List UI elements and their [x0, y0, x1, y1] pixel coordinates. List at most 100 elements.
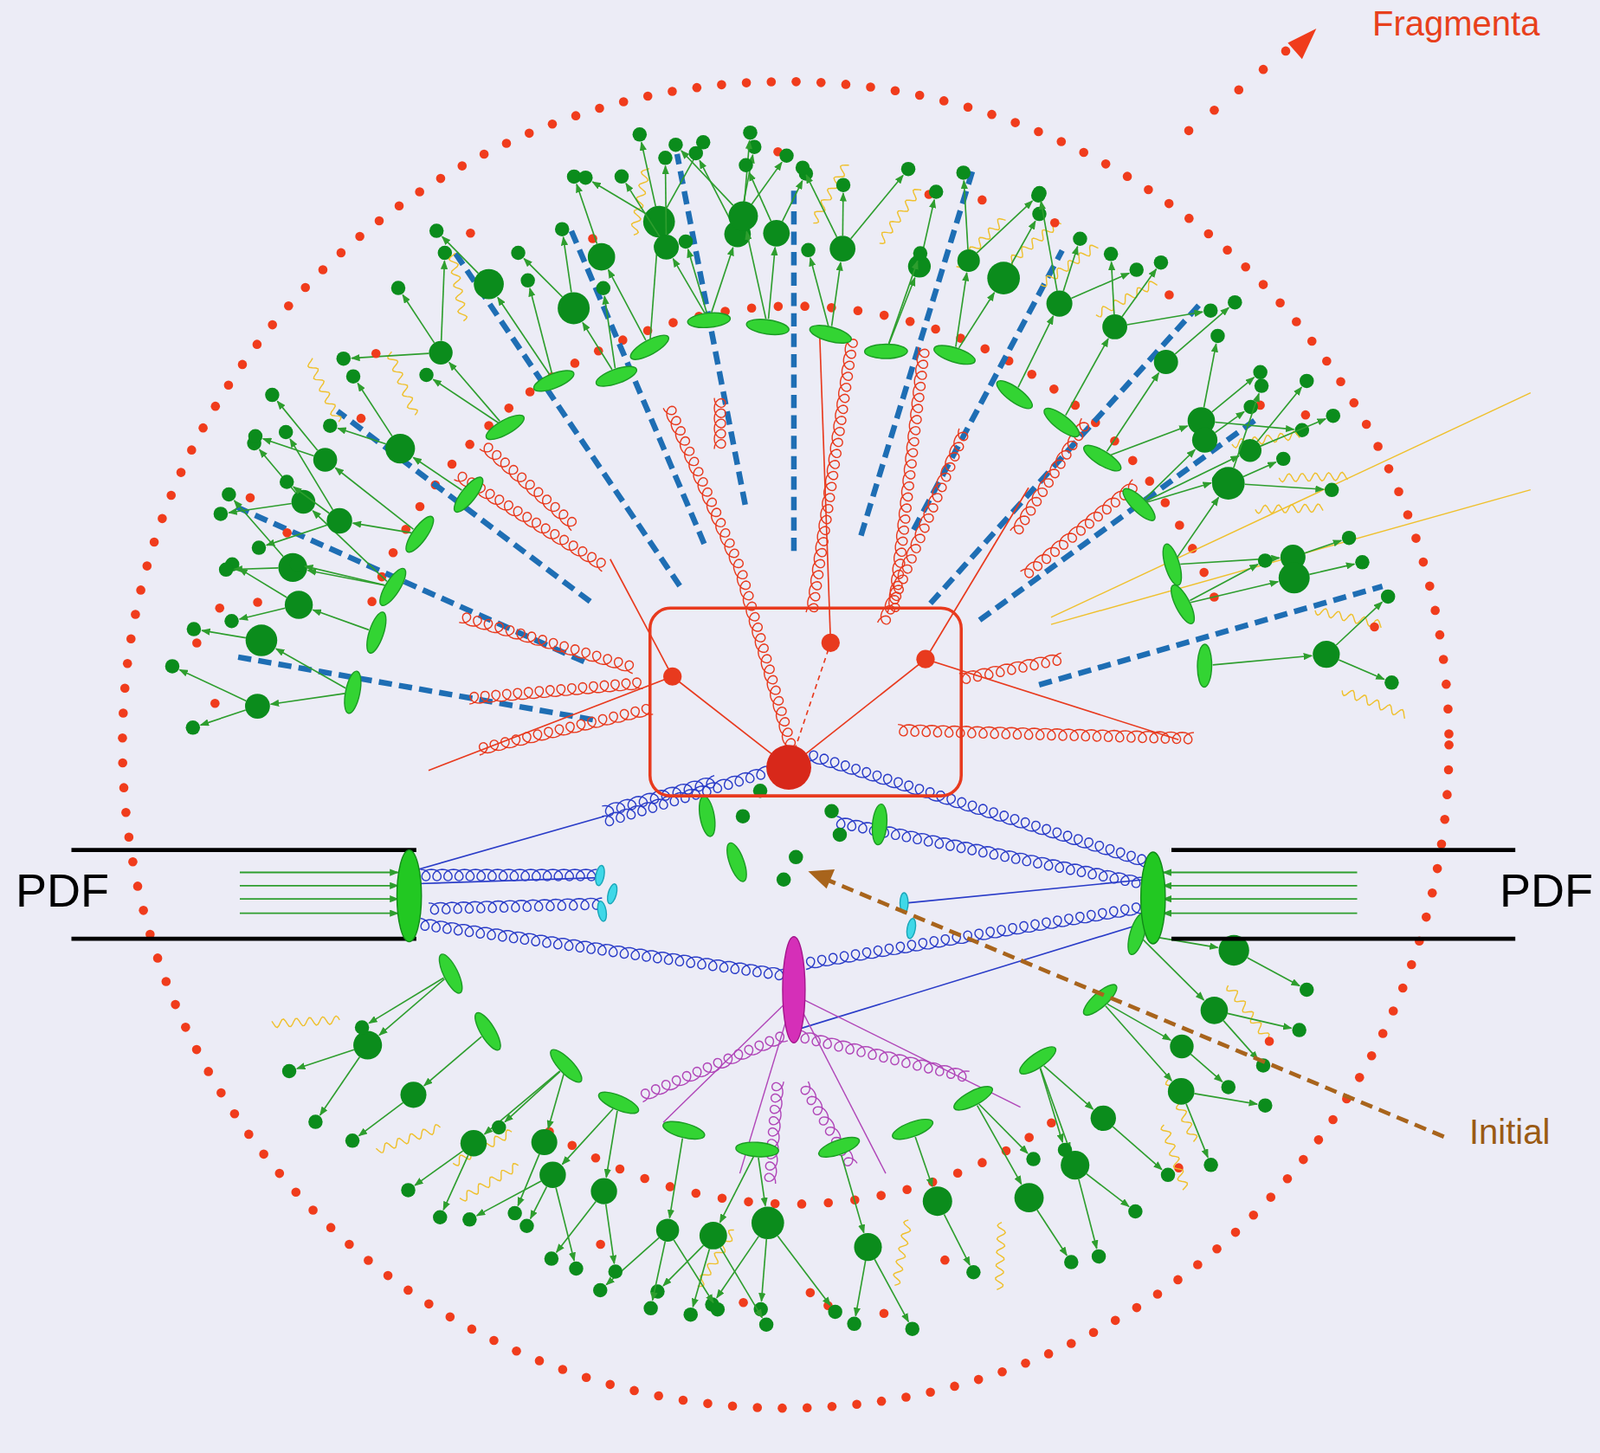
- hadron: [1278, 561, 1310, 594]
- decay-arrow: [1245, 483, 1324, 490]
- remnant-blob: [593, 864, 606, 887]
- boundary-dot: [678, 1395, 689, 1406]
- hadron: [1154, 349, 1179, 375]
- decay-vertex: [821, 633, 840, 652]
- decay-arrow: [664, 166, 668, 235]
- hadron: [966, 1264, 981, 1279]
- boundary-dot: [703, 1399, 713, 1409]
- quark-line: [925, 658, 1179, 740]
- hadron: [539, 1161, 566, 1188]
- decay-vertex: [916, 650, 935, 669]
- boundary-dot: [777, 1403, 788, 1413]
- boundary-dot: [1026, 369, 1037, 380]
- boundary-dot: [853, 306, 864, 317]
- boundary-dot: [1421, 912, 1432, 923]
- parton-arrow: [239, 912, 399, 915]
- cluster-ellipse: [870, 803, 890, 846]
- hadron: [279, 474, 295, 489]
- boundary-dot: [1298, 1154, 1309, 1165]
- boundary-dot: [1427, 888, 1438, 898]
- hadron: [1221, 1079, 1237, 1094]
- gluon-line: [764, 1081, 784, 1184]
- decay-arrow: [484, 1070, 561, 1135]
- decay-arrow: [312, 609, 368, 630]
- decay-arrow: [1112, 1126, 1162, 1170]
- decay-arrow: [955, 272, 968, 347]
- hadron: [901, 161, 917, 176]
- boundary-dot: [1132, 1303, 1142, 1313]
- decay-arrow: [359, 1102, 404, 1136]
- boundary-dot: [1164, 199, 1175, 209]
- boundary-dot: [802, 1402, 813, 1413]
- boundary-dot: [290, 1187, 301, 1197]
- decay-dot: [595, 1239, 606, 1250]
- boundary-dot: [823, 1198, 833, 1208]
- hadron: [905, 1321, 921, 1336]
- boundary-dot: [326, 1222, 336, 1233]
- boundary-dot: [1161, 497, 1171, 508]
- boundary-dot: [1144, 476, 1155, 486]
- boundary-dot: [1020, 1358, 1031, 1368]
- decay-arrow: [1111, 262, 1115, 315]
- decay-arrow: [768, 247, 776, 319]
- decay-arrow: [832, 262, 841, 327]
- hadron: [738, 157, 754, 172]
- boundary-dot: [224, 380, 234, 390]
- hadron: [728, 201, 758, 232]
- hadron: [1200, 996, 1229, 1025]
- boundary-dot: [594, 103, 605, 114]
- beam-pipe: [71, 936, 417, 942]
- hadron: [1090, 1105, 1117, 1131]
- decay-arrow: [335, 467, 413, 530]
- decay-arrow: [608, 270, 646, 341]
- hadron: [1326, 408, 1342, 423]
- hard-process-box: [650, 607, 962, 796]
- hadron: [1167, 1077, 1195, 1105]
- boundary-dot: [403, 1285, 413, 1296]
- hadron: [1312, 640, 1340, 668]
- gluon-line: [1020, 479, 1138, 578]
- decay-arrow: [1214, 421, 1294, 429]
- decay-dot: [214, 603, 225, 613]
- decay-dot: [940, 1255, 950, 1265]
- boundary-dot: [668, 317, 678, 328]
- decay-dot: [356, 413, 367, 424]
- quark-line: [610, 559, 673, 678]
- decay-arrow: [1018, 316, 1053, 388]
- boundary-dot: [774, 302, 784, 312]
- parton-arrow: [1163, 912, 1358, 915]
- boundary-dot: [336, 248, 347, 259]
- boundary-dot: [524, 129, 535, 139]
- decay-arrow: [1304, 540, 1342, 553]
- boundary-dot: [639, 1174, 650, 1184]
- decay-arrow: [1127, 311, 1203, 325]
- boundary-dot: [1438, 654, 1449, 665]
- boundary-dot: [1425, 581, 1435, 592]
- boundary-dot: [618, 335, 628, 345]
- hard-vertex: [766, 744, 812, 790]
- boundary-dot: [344, 1239, 355, 1250]
- boundary-dot: [1354, 1072, 1365, 1083]
- boundary-dot: [728, 1400, 738, 1411]
- decay-dot: [977, 195, 988, 206]
- decay-arrow: [1190, 1053, 1222, 1082]
- boundary-dot: [1444, 740, 1454, 750]
- boundary-dot: [1281, 46, 1291, 57]
- hadrons: [165, 125, 1406, 1336]
- boundary-dot: [275, 1168, 285, 1179]
- boundary-dot: [445, 1312, 456, 1323]
- decay-arrow: [517, 1154, 540, 1206]
- decay-dot: [371, 348, 381, 359]
- hadron: [836, 177, 852, 192]
- cluster-ellipse: [531, 366, 577, 396]
- boundary-dot: [558, 1364, 568, 1375]
- hadron: [322, 418, 338, 433]
- parton-arrow: [239, 871, 399, 874]
- hadron: [219, 562, 234, 577]
- hadron: [1025, 1151, 1041, 1166]
- hadron: [519, 1218, 535, 1233]
- photon-line: [1278, 471, 1348, 482]
- hadron: [462, 1212, 478, 1226]
- boundary-dot: [770, 1199, 781, 1209]
- boundary-dot: [374, 216, 385, 226]
